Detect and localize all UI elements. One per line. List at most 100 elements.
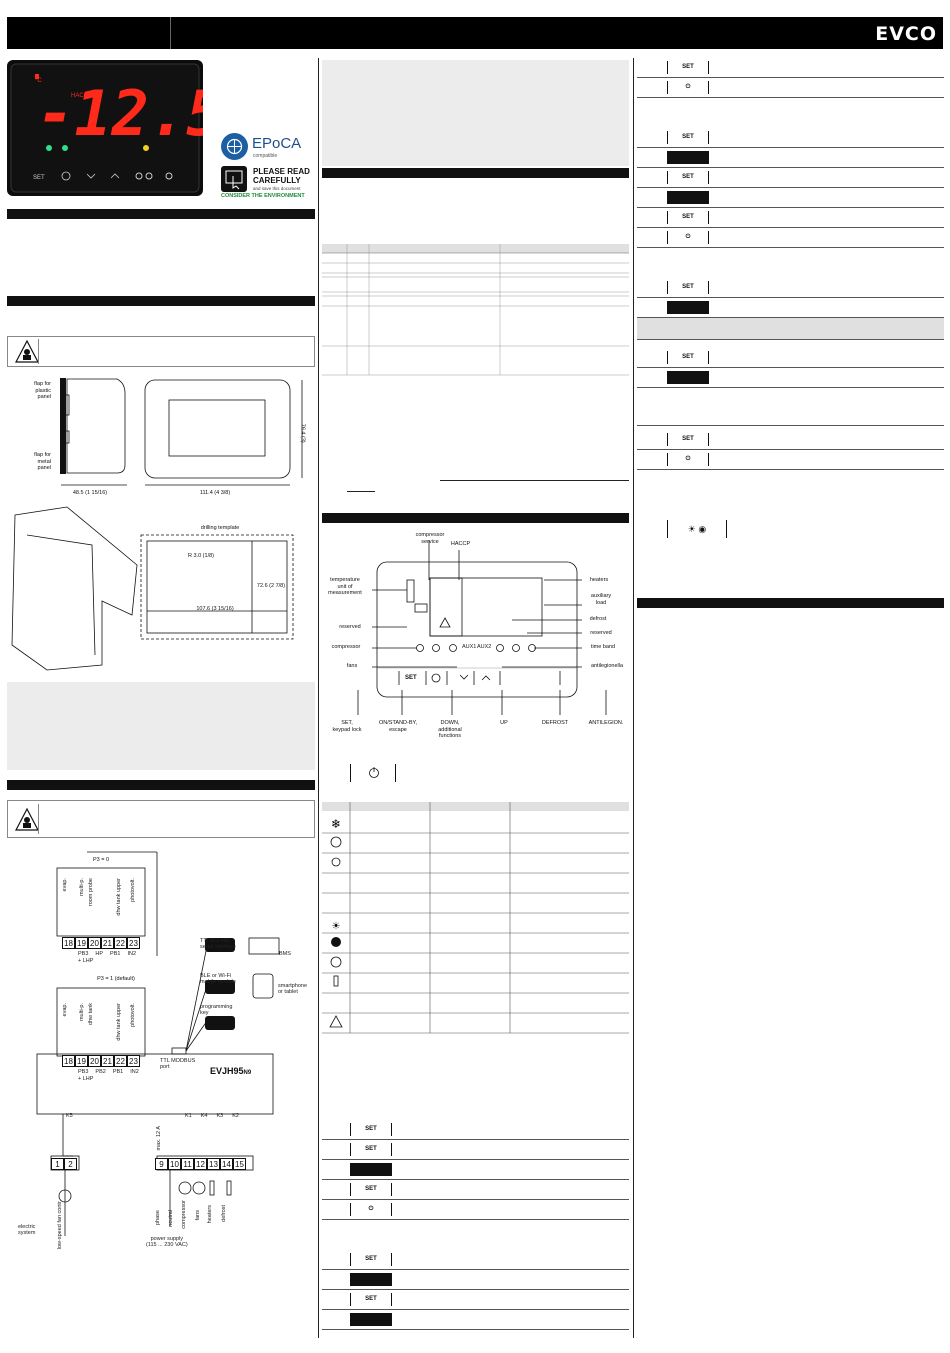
terminal-9: 9: [155, 1158, 168, 1170]
label-reserved-left: reserved: [339, 624, 361, 630]
column-divider-1: [318, 58, 319, 1338]
r-row-8: ⏻: [637, 228, 944, 248]
down-up-key[interactable]: [350, 1313, 392, 1326]
seq-row-2: SET: [322, 1140, 629, 1160]
probe-label-evap-2: evap.: [62, 1003, 68, 1017]
label-defrost: defrost: [589, 616, 607, 622]
epoca-title: EPoCA: [252, 135, 302, 152]
fans-label: fans: [195, 1210, 201, 1221]
seq-row-4: SET: [322, 1180, 629, 1200]
section-bar-mid-1: [322, 168, 629, 178]
terminal-22: 22: [114, 937, 127, 949]
electric-system-label: electric system: [18, 1224, 36, 1236]
set-key[interactable]: SET: [350, 1123, 392, 1136]
r-row-6: [637, 188, 944, 208]
relay-k4: K4: [200, 1113, 208, 1119]
set-key[interactable]: SET: [667, 211, 709, 224]
warning-box-1: [7, 336, 315, 367]
terminal-1: 1: [51, 1158, 64, 1170]
set-key[interactable]: SET: [667, 281, 709, 294]
probe-label-evap: evap.: [62, 878, 68, 892]
terminal-18: 18: [62, 937, 75, 949]
r-row-7: SET: [637, 208, 944, 228]
dimension-drawing: [60, 378, 303, 486]
heaters-label: heaters: [207, 1205, 213, 1224]
defrost-antilegion-keys[interactable]: ☀ ◉: [667, 520, 727, 538]
label-antilegionella: antilegionella: [590, 663, 624, 669]
prog-key-label: programming key: [200, 1004, 233, 1016]
set-key[interactable]: SET: [667, 433, 709, 446]
power-key[interactable]: ⏻: [350, 1203, 392, 1216]
r-row-1: SET: [637, 58, 944, 78]
label-auxiliary-load: auxiliary load: [590, 593, 612, 606]
label-reserved-right: reserved: [590, 630, 612, 636]
probe-label-dhw-upper: dhw tank upper: [116, 878, 122, 916]
seq-row-3: [322, 1160, 629, 1180]
header-bar: EVCO: [7, 17, 943, 49]
set-key[interactable]: SET: [667, 61, 709, 74]
terminal-21: 21: [101, 1055, 114, 1067]
ttl-port-label: TTL MODBUS port: [160, 1058, 196, 1070]
set-key[interactable]: SET: [667, 171, 709, 184]
middle-rule: [440, 480, 629, 481]
probe-label-photovolt: photovolt.: [130, 878, 136, 902]
down-up-key[interactable]: [667, 301, 709, 314]
down-up-key[interactable]: [350, 1273, 392, 1286]
terminal-11: 11: [181, 1158, 194, 1170]
r-row-9: SET: [637, 278, 944, 298]
pin-lhp-1: + LHP: [78, 958, 93, 964]
label-compressor: compressor: [331, 644, 361, 650]
ble-label: BLE or Wi-Fi mobile module: [200, 973, 236, 985]
set-key[interactable]: SET: [667, 131, 709, 144]
section-bar-1: [7, 209, 315, 219]
caption-defrost: DEFROST: [541, 720, 569, 726]
label-haccp: HACCP: [450, 541, 471, 547]
cut-width-label: 107.6 (3 15/16): [196, 606, 234, 612]
pin-pb1: PB1: [110, 951, 121, 957]
relay-k1: K1: [185, 1113, 192, 1119]
relay-k2: K2: [232, 1113, 239, 1119]
power-key[interactable]: ⏻: [667, 231, 709, 244]
set-key[interactable]: SET: [350, 1253, 392, 1266]
set-key[interactable]: SET: [350, 1183, 392, 1196]
display-value: -12.5: [37, 77, 203, 150]
header-separator: [170, 17, 171, 49]
seq-row-6: SET: [322, 1250, 629, 1270]
down-up-key[interactable]: [350, 1163, 392, 1176]
cut-height-label: 72.6 (2 7/8): [256, 583, 286, 589]
down-up-key[interactable]: [667, 371, 709, 384]
set-key[interactable]: SET: [667, 351, 709, 364]
label-fans: fans: [346, 663, 358, 669]
r-row-table-2: [637, 388, 944, 426]
flap-metal-label: flap for metal panel: [34, 452, 51, 471]
icon-table: ❄ ☀: [322, 802, 629, 1034]
section-bar-2: [7, 296, 315, 306]
caption-antilegion: ANTILEGION.: [588, 720, 624, 726]
epoca-globe-icon: [221, 133, 248, 160]
terminal-14: 14: [220, 1158, 233, 1170]
pin-pb3: PB3: [78, 951, 89, 957]
controller-display-svg: °C HACCP -12.5 SET: [10, 63, 224, 193]
label-heaters: heaters: [589, 577, 609, 583]
power-key[interactable]: ⏻: [667, 81, 709, 94]
section-bar-right: [637, 598, 944, 608]
onstandby-key: [350, 764, 396, 782]
set-key[interactable]: SET: [350, 1143, 392, 1156]
power-icon: ⏻: [685, 456, 691, 462]
terminal-20: 20: [88, 937, 101, 949]
r-row-12: [637, 368, 944, 388]
set-key[interactable]: SET: [350, 1293, 392, 1306]
label-time-band: time band: [590, 644, 616, 650]
terminal-15: 15: [233, 1158, 246, 1170]
phase-label: phase: [155, 1210, 161, 1225]
probe-label-multi: multi-p.: [79, 878, 85, 897]
height-dimension: 76.4 (3): [299, 423, 306, 443]
please-read-line4: CONSIDER THE ENVIRONMENT: [221, 193, 305, 199]
svg-text:❄: ❄: [331, 817, 341, 831]
section-bar-mid-2: [322, 513, 629, 523]
power-icon: ⏻: [685, 234, 691, 240]
power-key[interactable]: ⏻: [667, 453, 709, 466]
please-read-line3: and save this document: [253, 186, 301, 191]
down-up-key[interactable]: [667, 191, 709, 204]
down-up-key[interactable]: [667, 151, 709, 164]
